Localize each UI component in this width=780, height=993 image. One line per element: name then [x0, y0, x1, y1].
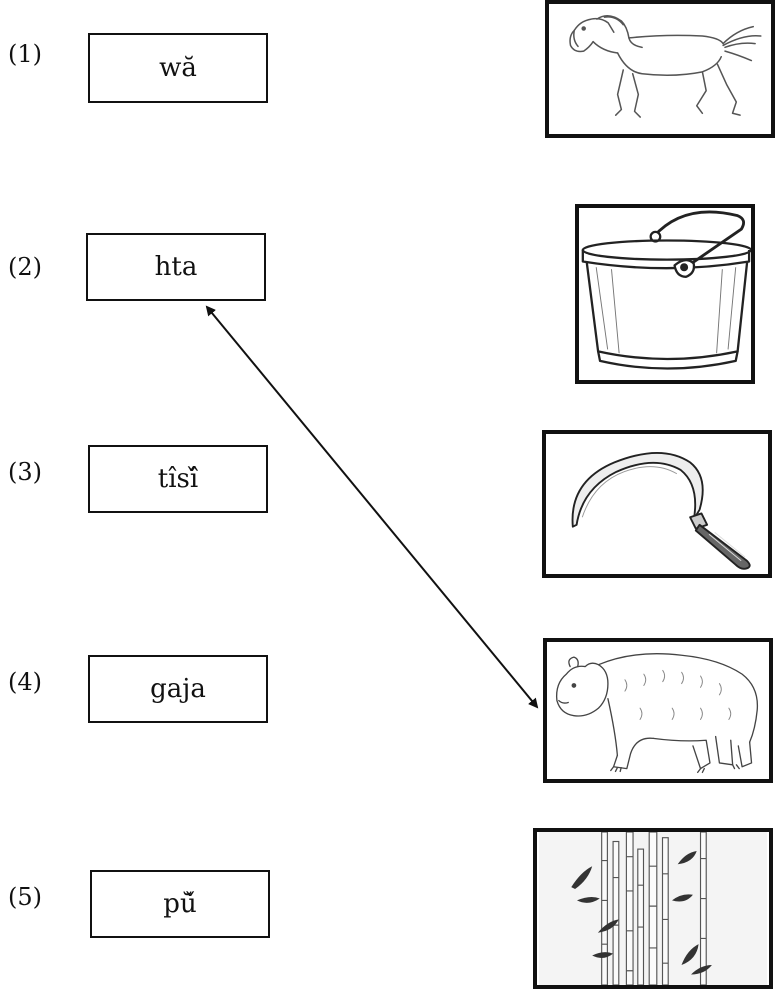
word-box-4[interactable]: gaja	[88, 655, 268, 723]
item-number-4: (4)	[8, 668, 42, 696]
word-box-2[interactable]: hta	[86, 233, 266, 301]
word-label-3: tîsî̌	[157, 464, 199, 494]
item-number-5: (5)	[8, 883, 42, 911]
word-label-5: pŭ̌	[163, 889, 197, 919]
picture-bucket[interactable]	[575, 204, 755, 384]
item-number-2: (2)	[8, 253, 42, 281]
picture-sickle[interactable]	[542, 430, 772, 578]
picture-bear[interactable]	[543, 638, 773, 783]
bucket-icon	[581, 210, 751, 370]
word-box-3[interactable]: tîsî̌	[88, 445, 268, 513]
sickle-icon	[571, 451, 751, 570]
picture-horse[interactable]	[545, 0, 775, 138]
word-box-1[interactable]: wă	[88, 33, 268, 103]
picture-bamboo[interactable]	[533, 828, 773, 989]
word-label-1: wă	[159, 53, 197, 83]
word-label-2: hta	[154, 252, 198, 282]
item-number-1: (1)	[8, 40, 42, 68]
word-box-5[interactable]: pŭ̌	[90, 870, 270, 938]
bear-icon	[555, 653, 759, 774]
horse-icon	[569, 15, 762, 118]
word-label-4: gaja	[150, 674, 206, 704]
bamboo-icon	[538, 832, 768, 985]
item-number-3: (3)	[8, 458, 42, 486]
